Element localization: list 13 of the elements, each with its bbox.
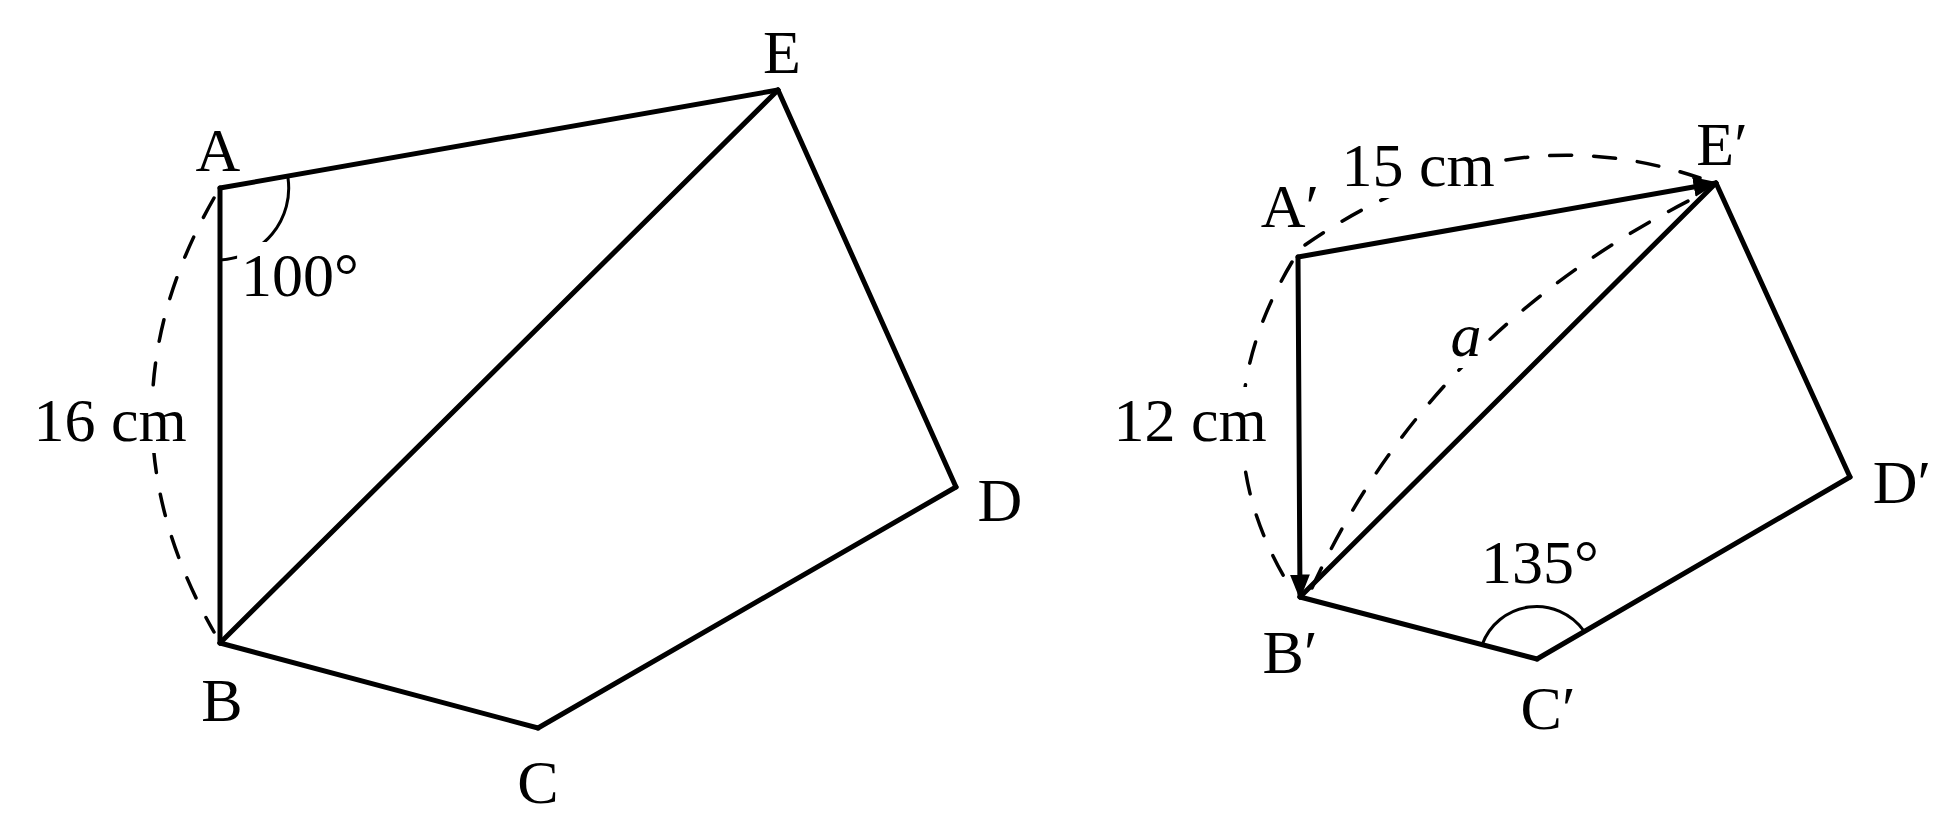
vertex-label: B′ <box>1262 621 1318 683</box>
vertex-label: C′ <box>1520 677 1576 739</box>
polygon-side <box>217 87 781 646</box>
vertex-label: A′ <box>1260 175 1320 237</box>
vertex-label: D′ <box>1872 451 1932 513</box>
vertex-label: B <box>201 669 243 731</box>
polygon-side <box>535 484 959 731</box>
polygon-side <box>1534 474 1853 662</box>
vertex-label: D <box>977 469 1023 531</box>
vertex-label: E′ <box>1696 113 1748 175</box>
vertex-label: A <box>195 119 241 181</box>
vertex-label: E <box>763 21 801 83</box>
vertex-label: C <box>517 751 559 813</box>
